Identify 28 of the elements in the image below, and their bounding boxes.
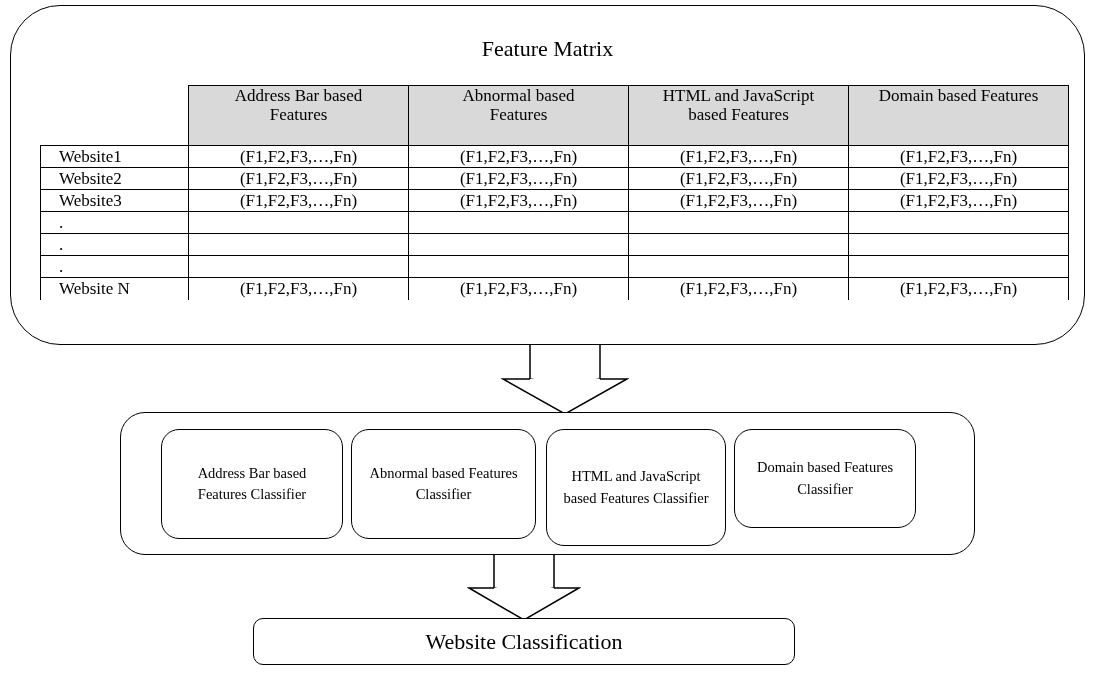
feature-vector: (F1,F2,F3,…,Fn) — [188, 145, 409, 168]
row-header: Website3 — [40, 189, 189, 212]
feature-vector: (F1,F2,F3,…,Fn) — [848, 167, 1069, 190]
feature-vector: (F1,F2,F3,…,Fn) — [848, 145, 1069, 168]
process-box: Abnormal based Features Classifier — [351, 429, 536, 539]
feature-vector: (F1,F2,F3,…,Fn) — [408, 145, 629, 168]
feature-vector: (F1,F2,F3,…,Fn) — [628, 167, 849, 190]
feature-vector: (F1,F2,F3,…,Fn) — [188, 189, 409, 212]
row-header: Website2 — [40, 167, 189, 190]
panel-title: Feature Matrix — [481, 36, 614, 61]
column-header: Address Bar based Features — [188, 85, 409, 146]
column-header: Abnormal based Features — [408, 85, 629, 146]
feature-vector: (F1,F2,F3,…,Fn) — [408, 189, 629, 212]
feature-vector: (F1,F2,F3,…,Fn) — [628, 145, 849, 168]
column-header: HTML and JavaScript based Features — [628, 85, 849, 146]
feature-vector: (F1,F2,F3,…,Fn) — [628, 189, 849, 212]
row-header: Website N — [40, 277, 189, 300]
process-box: HTML and JavaScript based Features Classifier — [546, 429, 726, 546]
rounded-panel — [120, 412, 975, 555]
row-header: Website1 — [40, 145, 189, 168]
process-box: Address Bar based Features Classifier — [161, 429, 343, 539]
column-header: Domain based Features — [848, 85, 1069, 146]
rounded-panel — [10, 5, 1085, 345]
feature-vector: (F1,F2,F3,…,Fn) — [188, 167, 409, 190]
process-box: Website Classification — [253, 618, 795, 665]
feature-vector: (F1,F2,F3,…,Fn) — [408, 167, 629, 190]
process-box: Domain based Features Classifier — [734, 429, 916, 528]
feature-vector: (F1,F2,F3,…,Fn) — [848, 189, 1069, 212]
